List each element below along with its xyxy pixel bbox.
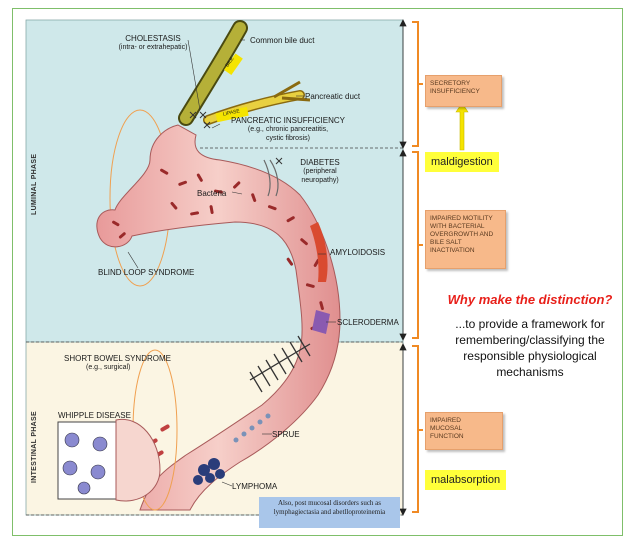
scleroderma-label: SCLERODERMA [337, 318, 399, 327]
impaired-mucosal-box: IMPAIRED MUCOSAL FUNCTION [425, 412, 503, 450]
short-bowel-label: SHORT BOWEL SYNDROME (e.g., surgical) [64, 354, 171, 372]
diabetes-label: DIABETES (peripheral neuropathy) [280, 158, 360, 185]
blind-loop-label: BLIND LOOP SYNDROME [98, 268, 194, 277]
maldigestion-label: maldigestion [425, 152, 499, 172]
pancreatic-duct-label: Pancreatic duct [305, 92, 360, 101]
answer-text: ...to provide a framework for rememberin… [432, 316, 628, 380]
cholestasis-label: CHOLESTASIS (intra- or extrahepatic) [112, 34, 194, 52]
luminal-phase-label: LUMINAL PHASE [31, 154, 38, 215]
orange-brackets [412, 22, 423, 512]
intestinal-phase-label: INTESTINAL PHASE [31, 411, 38, 483]
bacteria-label: Bacteria [197, 189, 226, 198]
whipple-label: WHIPPLE DISEASE [58, 411, 131, 420]
impaired-motility-box: IMPAIRED MOTILITY WITH BACTERIAL OVERGRO… [425, 210, 506, 269]
malabsorption-label: malabsorption [425, 470, 506, 490]
secretory-insufficiency-box: SECRETORY INSUFFICIENCY [425, 75, 502, 107]
bile-duct-label: Common bile duct [250, 36, 314, 45]
amyloidosis-label: AMYLOIDOSIS [330, 248, 385, 257]
pancreatic-insufficiency-label: PANCREATIC INSUFFICIENCY (e.g., chronic … [218, 116, 358, 143]
lymphoma-label: LYMPHOMA [232, 482, 277, 491]
sprue-label: SPRUE [272, 430, 300, 439]
question-heading: Why make the distinction? [430, 292, 630, 307]
up-arrow [456, 103, 468, 150]
post-mucosal-note: Also, post mucosal disorders such as lym… [259, 497, 400, 528]
